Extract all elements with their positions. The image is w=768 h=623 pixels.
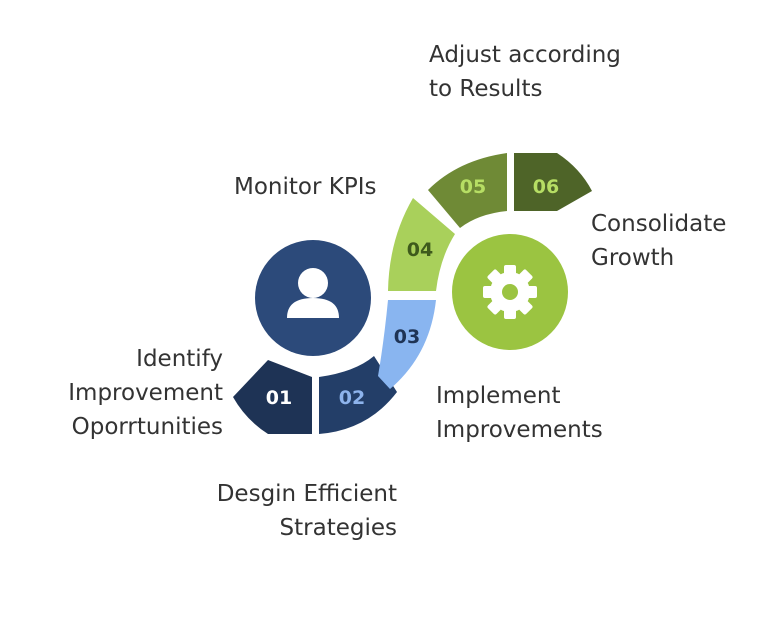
step-05-label: Adjust according to Results — [429, 42, 621, 102]
step-04-label: Monitor KPIs — [234, 174, 377, 200]
gear-icon — [483, 265, 537, 319]
step-04-number: 04 — [407, 239, 433, 261]
step-01-number: 01 — [266, 387, 292, 409]
step-06-number: 06 — [533, 176, 559, 198]
step-04-segment — [388, 198, 455, 291]
step-06-label: Consolidate Growth — [591, 211, 727, 271]
step-05-segment — [428, 153, 507, 228]
step-03-number: 03 — [394, 326, 420, 348]
step-05-number: 05 — [460, 176, 486, 198]
step-02-segment — [319, 356, 397, 434]
step-01-segment — [233, 360, 312, 434]
person-icon — [287, 268, 339, 318]
step-02-number: 02 — [339, 387, 365, 409]
step-02-label: Desgin Efficient Strategies — [216, 481, 397, 541]
step-06-segment — [514, 153, 592, 211]
step-03-label: Implement Improvements — [436, 383, 603, 443]
step-01-label: Identify Improvement Oporrtunities — [68, 346, 223, 440]
step-03-segment — [378, 300, 436, 389]
